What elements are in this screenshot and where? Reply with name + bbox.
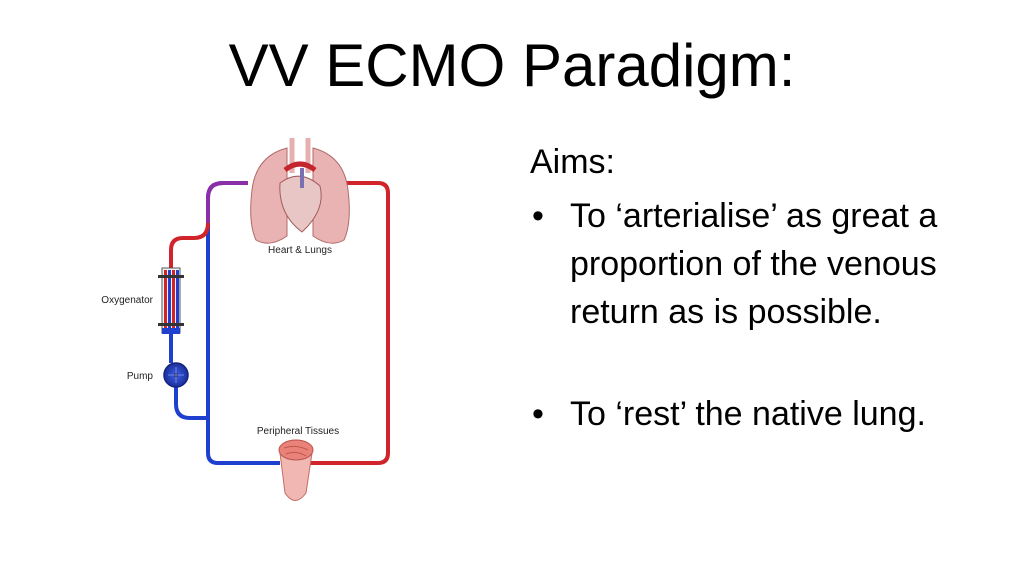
mixed-line <box>206 181 248 223</box>
aims-bullet-text: To ‘arterialise’ as great a proportion o… <box>570 197 938 331</box>
return-cannula-line <box>169 222 210 268</box>
peripheral-tissues-icon <box>278 439 314 501</box>
slide-title: VV ECMO Paradigm: <box>228 32 796 99</box>
bullet-icon: • <box>532 395 544 433</box>
heart-lungs-icon <box>250 138 350 244</box>
bullet-icon: • <box>532 197 544 235</box>
ecmo-circuit-diagram: Heart & Lungs Oxygenator Pump Peripheral… <box>80 128 420 518</box>
pump-icon <box>163 362 189 388</box>
label-heart-lungs: Heart & Lungs <box>268 245 332 256</box>
aims-bullet-2: • To ‘rest’ the native lung. <box>530 390 1010 438</box>
aims-content: Aims: • To ‘arterialise’ as great a prop… <box>530 140 1010 438</box>
aims-bullet-text: To ‘rest’ the native lung. <box>570 395 926 433</box>
aims-bullet-1: • To ‘arterialise’ as great a proportion… <box>530 192 1010 336</box>
arterial-line-right <box>310 181 390 465</box>
drainage-cannula-line <box>174 380 208 420</box>
aims-list: • To ‘arterialise’ as great a proportion… <box>530 192 1010 438</box>
label-pump: Pump <box>127 371 154 382</box>
label-oxygenator: Oxygenator <box>101 295 153 306</box>
aims-heading: Aims: <box>530 143 615 181</box>
ecmo-circuit-svg: Heart & Lungs Oxygenator Pump Peripheral… <box>101 138 390 501</box>
label-peripheral-tissues: Peripheral Tissues <box>257 426 339 437</box>
oxygenator-icon <box>158 267 184 334</box>
